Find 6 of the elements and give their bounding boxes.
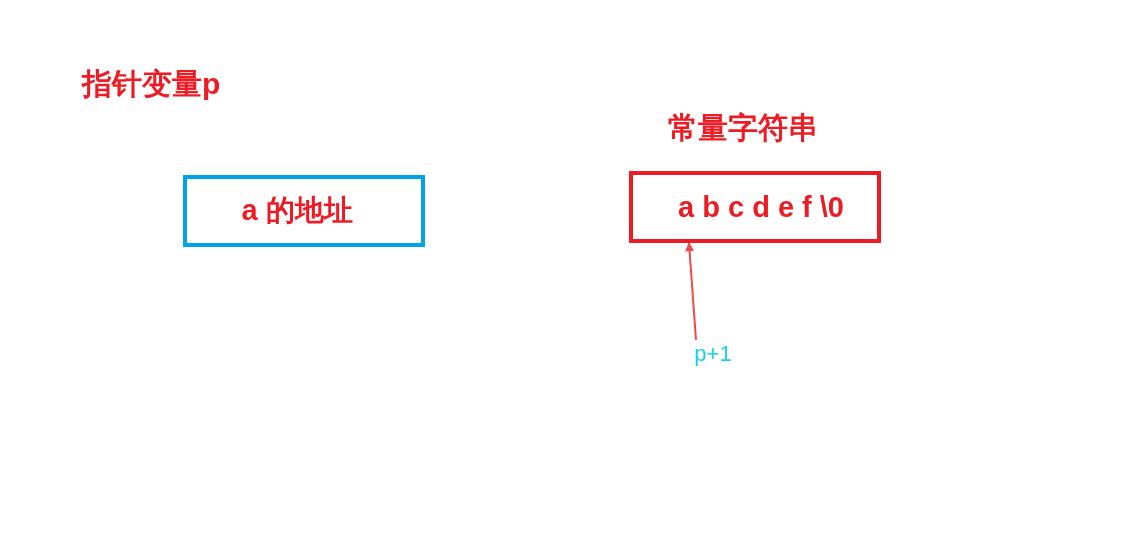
offset-label: p+1	[688, 340, 738, 368]
heading: 指针变量p	[82, 69, 221, 99]
arrow	[685, 242, 697, 341]
heading: 常量字符串	[668, 113, 818, 143]
string-box: a b c d e f \0	[629, 171, 881, 243]
value-box: a 的地址	[183, 175, 425, 247]
